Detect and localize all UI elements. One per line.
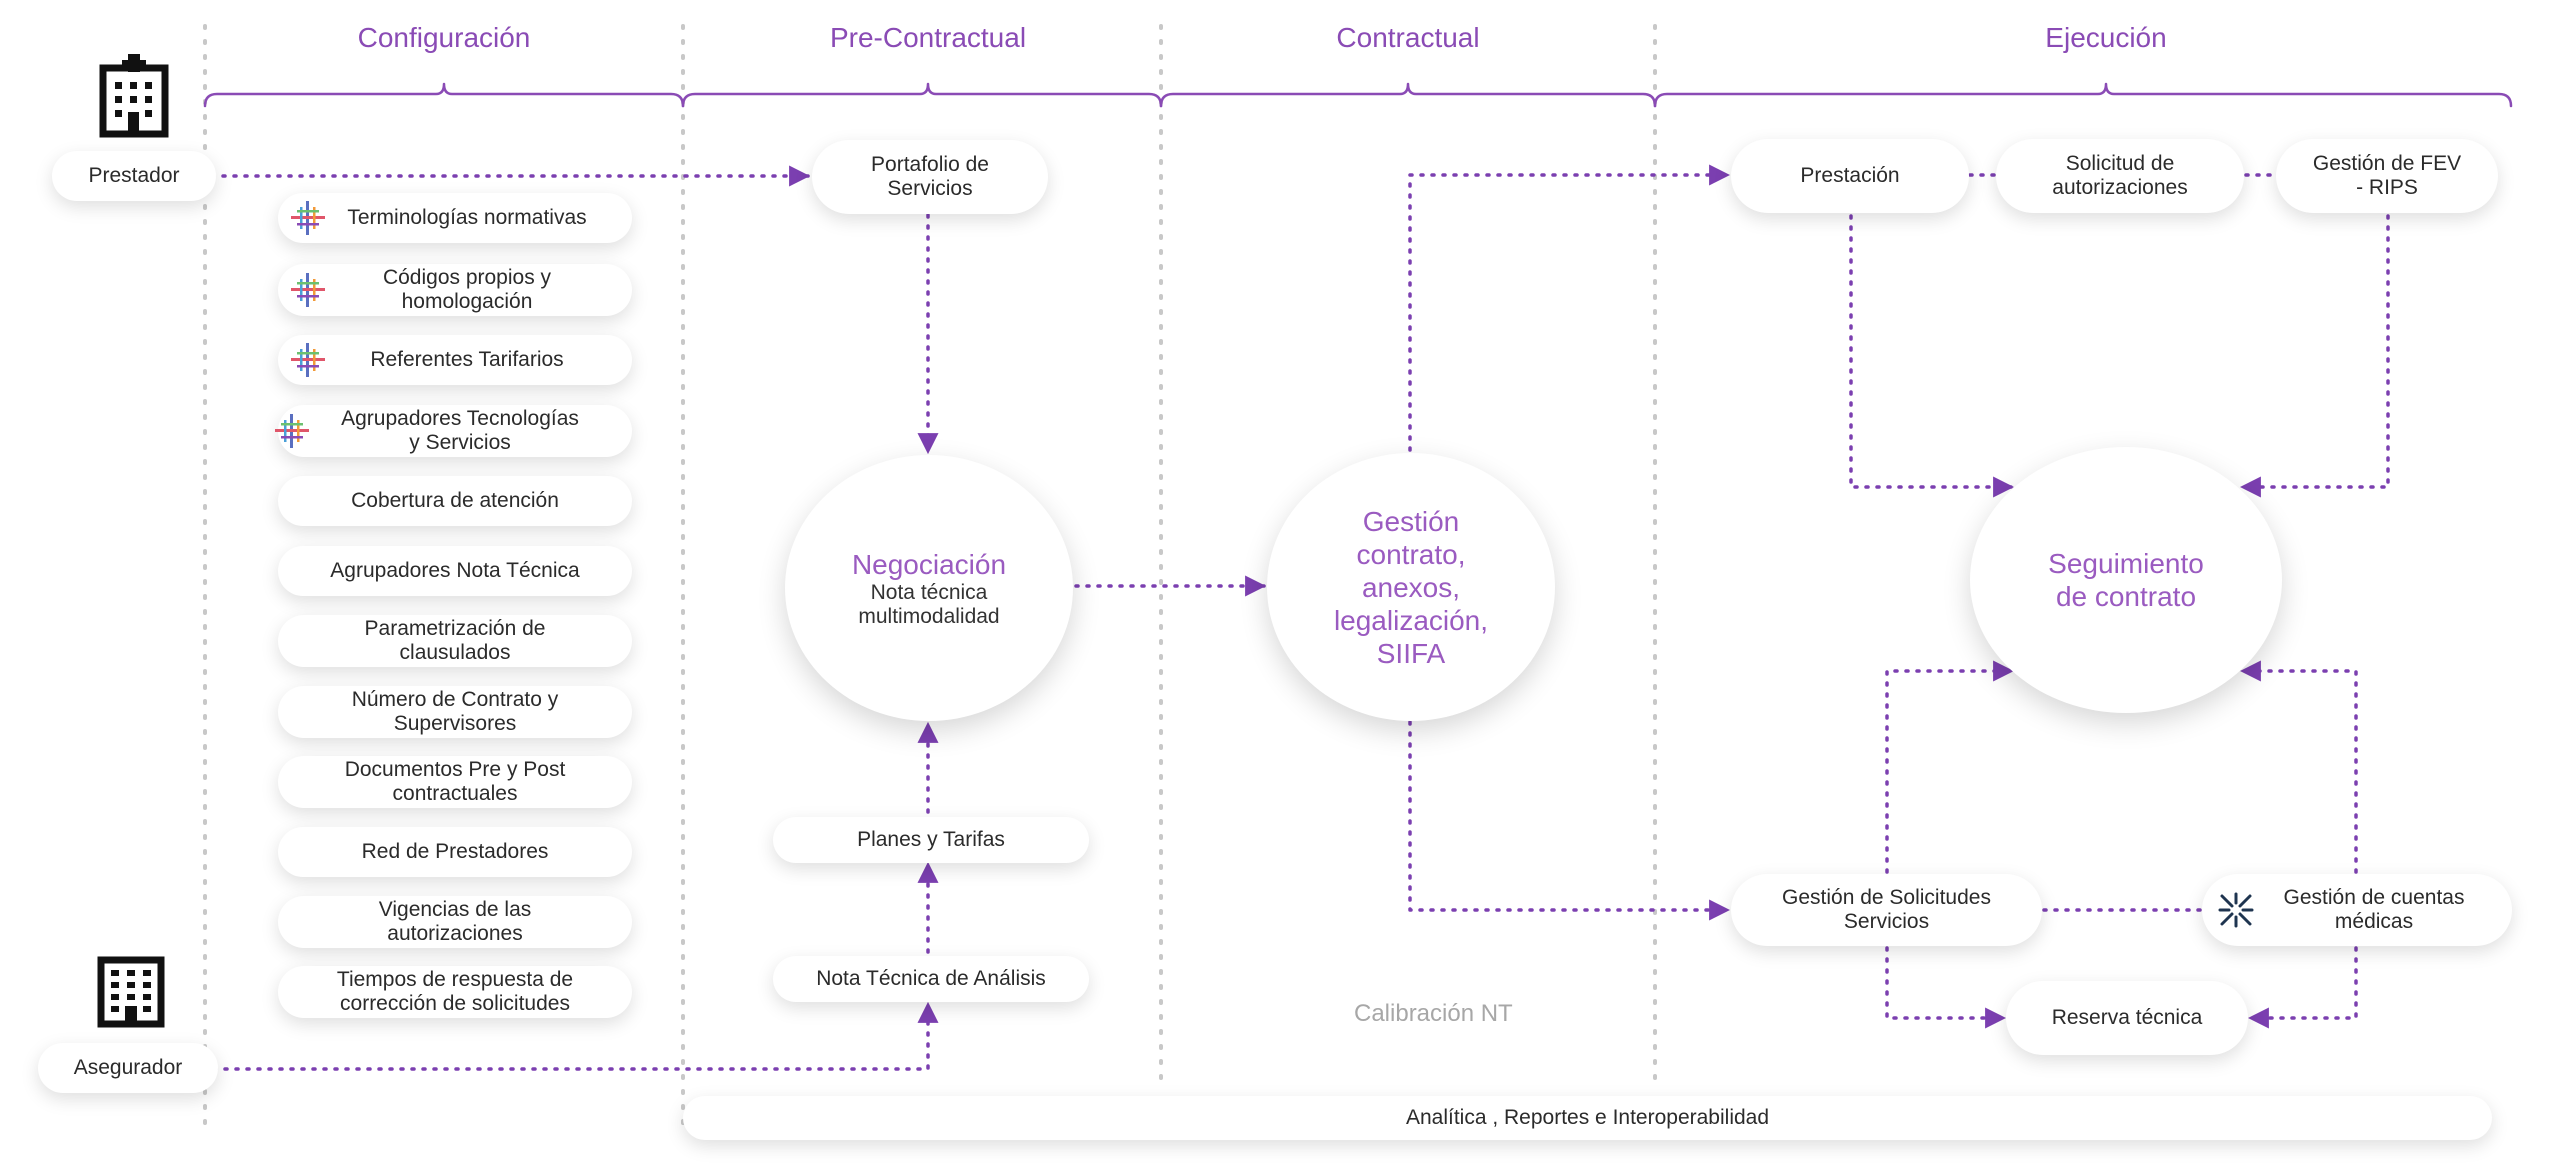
portafolio-label: Portafolio de Servicios	[871, 153, 989, 200]
negociacion-node: Negociación Nota técnica multimodalidad	[785, 455, 1073, 721]
gestion-solicitudes-node: Gestión de Solicitudes Servicios	[1731, 874, 2042, 946]
nota-tecnica-node: Nota Técnica de Análisis	[773, 956, 1089, 1002]
config-item: Agrupadores Tecnologías y Servicios	[275, 405, 632, 457]
calibracion-note: Calibración NT	[1354, 1000, 1513, 1027]
planes-tarifas-node: Planes y Tarifas	[773, 817, 1089, 863]
config-item-label: Códigos propios y homologación	[382, 266, 552, 313]
config-item-label: Parametrización de clausulados	[364, 617, 546, 664]
seguimiento-contrato-node: Seguimiento de contrato	[1970, 447, 2282, 713]
config-item-label: Agrupadores Tecnologías y Servicios	[341, 407, 579, 454]
analitica-band: Analítica , Reportes e Interoperabilidad	[683, 1096, 2492, 1140]
config-item: Red de Prestadores	[278, 827, 632, 877]
config-item-label: Número de Contrato y Supervisores	[351, 688, 559, 735]
solicitud-label: Solicitud de autorizaciones	[2052, 152, 2188, 199]
prestacion-node: Prestación	[1731, 139, 1969, 213]
connector-solicitudes-seguimiento	[1885, 660, 2015, 885]
config-item-label: Vigencias de las autorizaciones	[378, 898, 532, 945]
prestacion-label: Prestación	[1800, 164, 1900, 187]
gestion-fev-label: Gestión de FEV - RIPS	[2312, 152, 2462, 199]
actor-asegurador-label: Asegurador	[73, 1056, 183, 1079]
brace-contractual	[1159, 82, 1657, 108]
config-item: Vigencias de las autorizaciones	[278, 896, 632, 948]
connector-cuentas-reserva	[2247, 946, 2358, 1029]
phase-title-configuracion: Configuración	[357, 22, 531, 53]
cross-node-logo-icon	[291, 273, 325, 307]
actor-asegurador: Asegurador	[38, 1043, 218, 1093]
reserva-label: Reserva técnica	[2051, 1006, 2203, 1029]
phase-title-ejecucion: Ejecución	[2045, 22, 2167, 53]
office-building-icon	[97, 956, 165, 1028]
gestion-solicitudes-label: Gestión de Solicitudes Servicios	[1782, 886, 1991, 933]
gestion-fev-node: Gestión de FEV - RIPS	[2276, 139, 2498, 213]
planes-label: Planes y Tarifas	[857, 828, 1005, 851]
cross-node-logo-icon	[275, 414, 309, 448]
connector-gestion-prestacion	[1408, 164, 1731, 452]
cross-star-logo-icon	[2218, 892, 2254, 928]
cross-node-logo-icon	[291, 201, 325, 235]
analitica-label: Analítica , Reportes e Interoperabilidad	[1405, 1106, 1770, 1129]
config-item-label: Referentes Tarifarios	[370, 348, 564, 371]
config-item: Agrupadores Nota Técnica	[278, 546, 632, 596]
solicitud-autorizaciones-node: Solicitud de autorizaciones	[1996, 139, 2244, 213]
config-item: Terminologías normativas	[278, 193, 632, 243]
gestion-cuentas-label: Gestión de cuentas médicas	[2283, 886, 2465, 933]
brace-ejecucion	[1653, 82, 2513, 108]
gestion-contrato-title: Gestión contrato, anexos, legalización, …	[1333, 505, 1489, 669]
config-item: Cobertura de atención	[278, 476, 632, 526]
connector-asegurador-nota	[212, 1001, 939, 1071]
actor-prestador-label: Prestador	[88, 164, 180, 187]
negociacion-title: Negociación	[851, 548, 1007, 580]
gestion-contrato-node: Gestión contrato, anexos, legalización, …	[1267, 453, 1555, 721]
brace-precontractual	[681, 82, 1163, 108]
portafolio-servicios-node: Portafolio de Servicios	[812, 140, 1048, 214]
negociacion-subtitle: Nota técnica multimodalidad	[858, 580, 1000, 628]
config-item-label: Cobertura de atención	[351, 489, 559, 512]
brace-configuracion	[203, 82, 685, 108]
config-item-label: Terminologías normativas	[347, 206, 587, 229]
config-item-label: Tiempos de respuesta de corrección de so…	[336, 968, 574, 1015]
reserva-tecnica-node: Reserva técnica	[2006, 981, 2248, 1055]
config-item-label: Documentos Pre y Post contractuales	[344, 758, 566, 805]
hospital-building-icon	[99, 54, 169, 138]
connector-cuentas-seguimiento	[2239, 660, 2358, 885]
config-item-label: Red de Prestadores	[361, 840, 549, 863]
phase-title-precontractual: Pre-Contractual	[829, 22, 1027, 53]
connector-gestion-solicitudes	[1408, 720, 1731, 921]
config-item: Parametrización de clausulados	[278, 615, 632, 667]
config-item-label: Agrupadores Nota Técnica	[330, 559, 580, 582]
nota-tecnica-label: Nota Técnica de Análisis	[816, 967, 1046, 990]
config-item: Tiempos de respuesta de corrección de so…	[278, 966, 632, 1018]
gestion-cuentas-node: Gestión de cuentas médicas	[2202, 874, 2512, 946]
phase-title-contractual: Contractual	[1336, 22, 1480, 53]
connector-fev-seguimiento	[2239, 214, 2390, 498]
config-item: Referentes Tarifarios	[278, 335, 632, 385]
config-item: Códigos propios y homologación	[278, 264, 632, 316]
seguimiento-title: Seguimiento de contrato	[2048, 548, 2204, 612]
connector-prestacion-seguimiento	[1849, 214, 2015, 498]
connector-solicitudes-reserva	[1885, 946, 2007, 1029]
cross-node-logo-icon	[291, 343, 325, 377]
actor-prestador: Prestador	[52, 151, 216, 201]
config-item: Número de Contrato y Supervisores	[278, 686, 632, 738]
config-item: Documentos Pre y Post contractuales	[278, 756, 632, 808]
